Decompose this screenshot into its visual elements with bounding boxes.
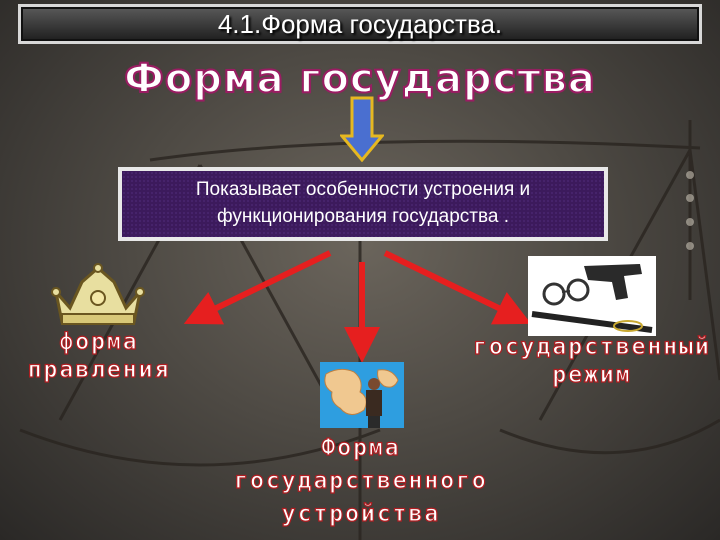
down-arrow-icon	[340, 96, 384, 162]
handcuffs-pistol-icon	[528, 256, 656, 336]
branch-label-form-of-government: форма правления	[27, 328, 171, 383]
branch-label-political-regime: государственный режим	[473, 333, 711, 388]
headline: Форма государства	[123, 55, 596, 103]
description-box: Показывает особенности устроения и функц…	[118, 167, 608, 241]
map-person-icon	[320, 362, 404, 428]
title-bar: 4.1.Форма государства.	[18, 4, 702, 44]
slide-title: 4.1.Форма государства.	[217, 9, 503, 39]
branch-label-territorial-structure: Форма государственного устройства	[234, 434, 488, 527]
crown-icon	[51, 263, 145, 325]
description-text: Показывает особенности устроения и функц…	[195, 179, 531, 227]
